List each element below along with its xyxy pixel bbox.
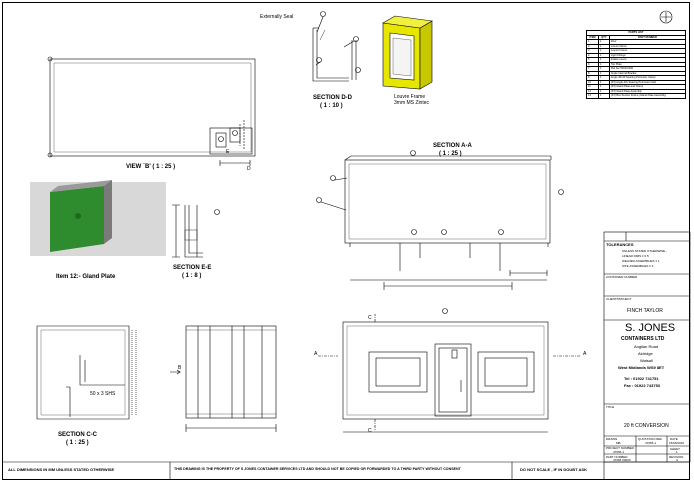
section-marker-a-right: A — [583, 351, 587, 357]
tolerance-line-4: SITE ASSEMBLIES ± 2 — [622, 264, 654, 268]
tolerance-line-3: WELDED ASSEMBLIES ± 1 — [622, 259, 660, 263]
side-elevation-drawing — [170, 325, 277, 432]
section-aa-title: SECTION A-A — [433, 143, 472, 149]
date-value: 15/06/2010 — [669, 441, 685, 445]
shs-label: 50 x 3 SHS — [90, 391, 116, 397]
client-project-label: CLIENT/PROJECT — [606, 297, 632, 301]
date-label: DATE — [670, 437, 678, 441]
title-label: TITLE — [606, 405, 615, 409]
title-block-frame — [2, 231, 691, 480]
tolerance-line-1: UNLESS STATED OTHERWISE - — [622, 249, 668, 253]
louvre-material-label: 3mm MS Zintec — [394, 100, 430, 106]
louvre-frame-3d — [382, 15, 433, 90]
section-marker-c-bottom: C — [368, 428, 372, 434]
company-name-ltd: CONTAINERS LTD — [621, 336, 665, 342]
view-b-drawing — [47, 56, 256, 166]
footer-scale-note: DO NOT SCALE , IF IN DOUBT ASK — [520, 467, 587, 472]
client-project-value: FINCH TAYLOR — [627, 308, 663, 314]
section-cc-title: SECTION C-C — [58, 432, 97, 438]
section-marker-d: D — [247, 166, 251, 172]
section-ee-scale: ( 1 : 8 ) — [182, 273, 202, 279]
address-line-2: Aldridge — [638, 351, 653, 356]
container-number-label: CONTAINER NUMBER — [606, 275, 638, 279]
section-dd-drawing — [312, 11, 361, 82]
section-dd-title: SECTION D-D — [313, 95, 352, 101]
section-aa-scale: ( 1 : 25 ) — [439, 151, 462, 157]
section-cc-drawing — [36, 325, 137, 420]
revision-label: REVISION — [669, 455, 684, 459]
section-ee-drawing — [172, 204, 220, 258]
address-line-3: Walsall — [640, 358, 653, 363]
drawn-value: MB — [616, 441, 621, 445]
plan-view-drawing — [318, 308, 581, 433]
section-marker-c-top: C — [368, 315, 372, 321]
drawn-label: DRAWN — [606, 437, 618, 441]
section-marker-a-left: A — [314, 351, 318, 357]
gland-plate-caption: Item 12:- Gland Plate — [56, 274, 116, 280]
footer-property-note: THIS DRAWING IS THE PROPERTY OF S JONES … — [174, 467, 461, 471]
company-tel: Tel : 01922 741751 — [624, 376, 659, 381]
part-number-value: 47665 00000 — [613, 458, 631, 462]
project-number-label: PROJECT NUMBER — [606, 446, 634, 450]
louvre-frame-label: Louvre Frame — [394, 94, 426, 100]
parts-cell-qty: 1 — [598, 93, 610, 99]
section-ee-title: SECTION E-E — [173, 265, 212, 271]
tolerance-line-2: LINEAR DIMS ± 0.5 — [622, 254, 649, 258]
parts-cell-part-number: (PJ) Box Section Frame (Gland Plate Asse… — [608, 93, 687, 99]
view-marker-b: B — [178, 365, 182, 371]
footer-dimensions-note: ALL DIMENSIONS IN MM UNLESS STATED OTHER… — [8, 467, 115, 472]
parts-cell-item: 13 — [586, 93, 599, 99]
company-fax: Fax : 01922 743753 — [624, 383, 661, 388]
address-line-1: Anglian Road — [634, 344, 659, 349]
sheet-value: 1 — [676, 450, 678, 454]
address-line-4: West Midlands WS9 8ET — [618, 365, 665, 370]
section-dd-scale: ( 1 : 10 ) — [320, 103, 343, 109]
view-b-label: VIEW `B' ( 1 : 25 ) — [126, 164, 176, 170]
externally-seal-label: Externally Seal — [260, 14, 294, 20]
section-marker-e: E — [226, 149, 230, 155]
quotation-ref-label: QUOTATION REF — [638, 437, 663, 441]
section-aa-drawing — [316, 150, 564, 290]
tolerances-label: TOLERANCES — [606, 242, 634, 247]
revision-value: A — [676, 458, 679, 462]
sheet-label: SHEET — [670, 447, 681, 451]
company-name: S. JONES — [625, 322, 676, 334]
gland-plate-render — [30, 180, 166, 256]
logo-icon — [659, 10, 673, 24]
section-cc-scale: ( 1 : 25 ) — [66, 440, 89, 446]
drawing-title: 20 ft CONVERSION — [624, 423, 669, 429]
project-number-value: 47665-1 — [613, 450, 625, 454]
quotation-ref-value: 47665-1 — [645, 441, 657, 445]
part-number-label: PART NUMBER — [606, 455, 628, 459]
